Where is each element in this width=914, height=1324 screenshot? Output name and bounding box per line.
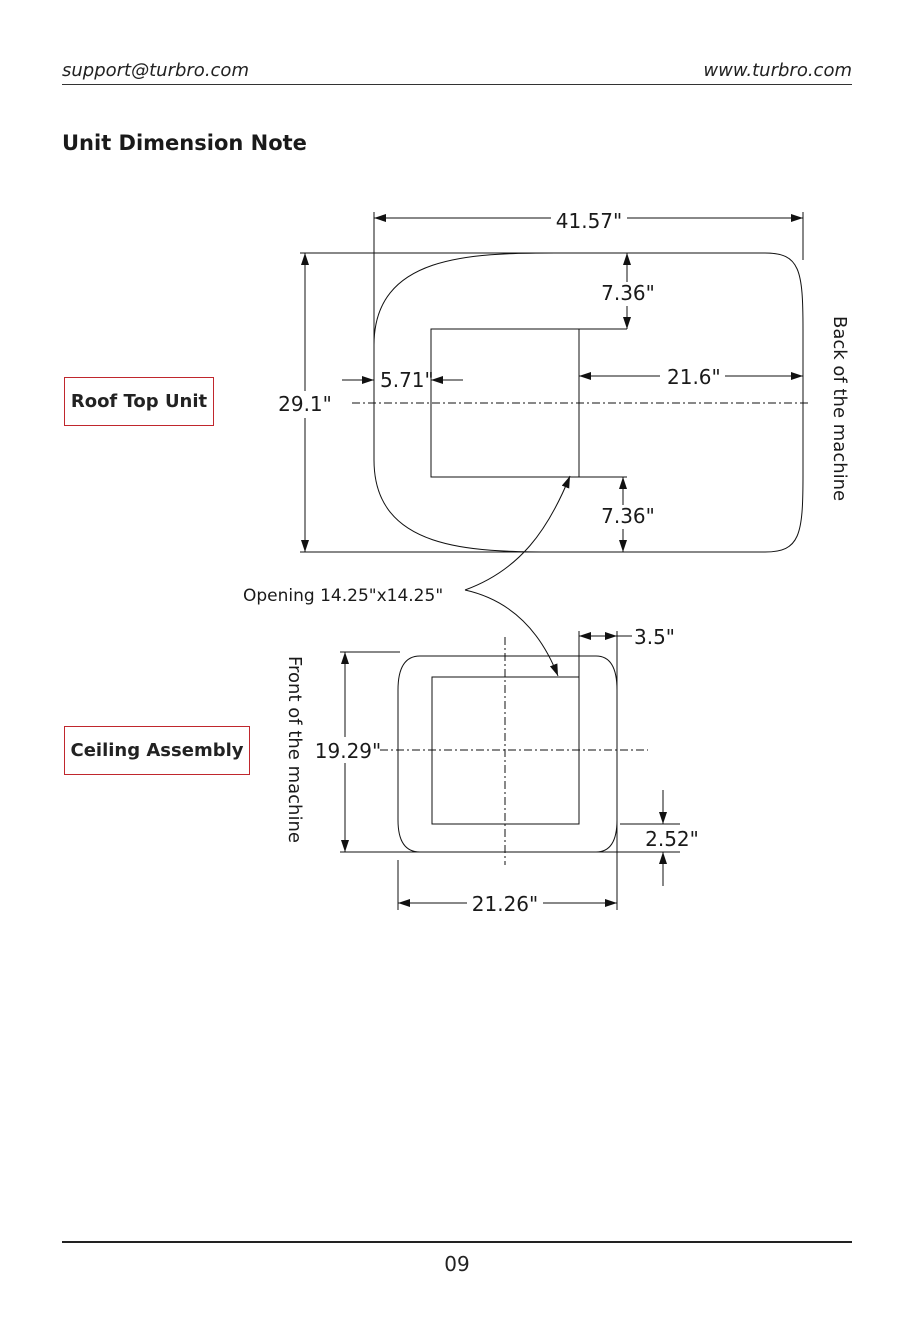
ceiling-width-value: 21.26" <box>472 892 538 916</box>
back-of-machine-label: Back of the machine <box>829 316 850 501</box>
page-number: 09 <box>0 1252 914 1276</box>
ceiling-right-offset-value: 3.5" <box>634 625 675 649</box>
ceiling-depth-value: 19.29" <box>315 739 381 763</box>
opening-label: Opening 14.25"x14.25" <box>243 586 443 606</box>
ceiling-outline <box>398 656 617 852</box>
overall-depth-value: 29.1" <box>278 392 332 416</box>
front-of-machine-label: Front of the machine <box>284 656 305 843</box>
bottom-offset-value: 7.36" <box>601 504 655 528</box>
ceiling-bottom-offset-value: 2.52" <box>645 827 699 851</box>
footer-divider <box>62 1241 852 1243</box>
opening-callout-leader <box>465 476 570 590</box>
back-offset-value: 21.6" <box>667 365 721 389</box>
top-offset-value: 7.36" <box>601 281 655 305</box>
front-offset-value: 5.71" <box>380 368 434 392</box>
overall-width-value: 41.57" <box>556 209 622 233</box>
